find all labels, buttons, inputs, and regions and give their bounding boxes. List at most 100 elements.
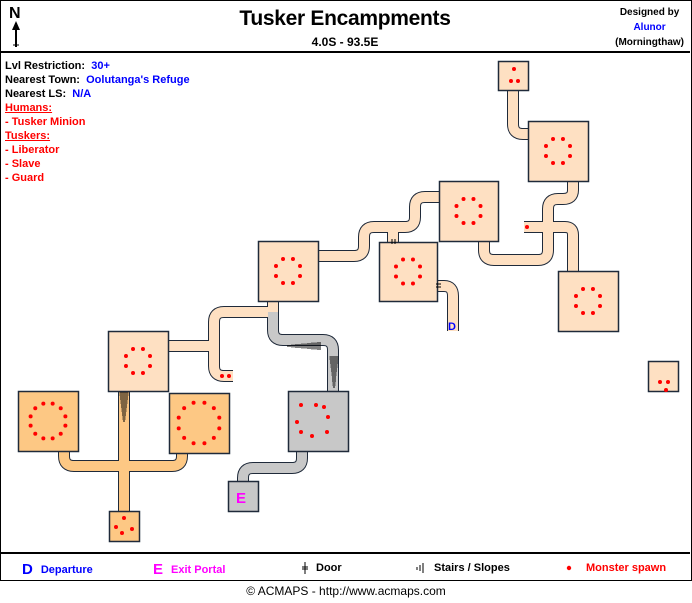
monster-spawn-icon <box>202 400 207 405</box>
monster-spawn-icon <box>120 531 124 535</box>
monster-spawn-icon <box>281 281 286 286</box>
monster-spawn-icon <box>298 264 303 269</box>
exit-icon: E <box>153 561 164 578</box>
room <box>287 390 350 453</box>
exit-portal-marker[interactable]: E <box>236 490 246 507</box>
corridor-fill <box>238 449 307 483</box>
monster-spawn-icon <box>658 380 662 384</box>
monster-item: - Tusker Minion <box>5 116 86 128</box>
town-label: Nearest Town: <box>5 74 80 86</box>
monster-spawn-icon <box>131 346 136 351</box>
monster-spawn-icon <box>114 525 118 529</box>
coordinates: 4.0S - 93.5E <box>311 35 379 49</box>
legend-door: Door <box>302 561 342 575</box>
monster-spawn-icon <box>573 294 578 299</box>
corridor-fill <box>268 312 338 393</box>
corridor <box>267 312 339 393</box>
monster-spawn-icon <box>401 257 406 262</box>
monster-spawn-icon <box>58 406 63 411</box>
room <box>557 270 620 333</box>
monster-spawn-icon <box>418 264 423 269</box>
north-label: N <box>9 5 21 22</box>
legend-label: Departure <box>40 563 93 576</box>
monster-spawn-icon <box>140 371 145 376</box>
designer-credit: Designed by Alunor (Morningthaw) <box>615 5 684 50</box>
monster-spawn-icon <box>281 256 286 261</box>
monster-spawn-icon <box>33 431 38 436</box>
monster-spawn-icon <box>217 415 222 420</box>
room <box>378 241 439 303</box>
monster-spawn-icon <box>393 264 398 269</box>
monster-spawn-icon <box>516 79 520 83</box>
designer-name: Alunor <box>633 22 666 33</box>
monster-spawn-icon <box>454 204 459 209</box>
room <box>108 510 141 543</box>
monster-spawn-icon <box>63 414 68 419</box>
monster-spawn-icon <box>123 354 128 359</box>
monster-spawn-icon <box>314 403 318 407</box>
monster-spawn-icon <box>211 406 216 411</box>
monster-spawn-icon <box>560 161 565 166</box>
monster-spawn-icon <box>50 436 55 441</box>
monster-spawn-icon <box>543 153 548 158</box>
page-title: Tusker Encampments <box>239 7 451 30</box>
dungeon-map: D E <box>17 60 680 543</box>
monster-spawn-icon <box>28 414 33 419</box>
room <box>438 180 500 243</box>
monster-spawn-icon <box>130 527 134 531</box>
monster-spawn-icon <box>290 256 295 261</box>
departure-icon: D <box>22 561 33 578</box>
corridor-fill <box>59 449 187 471</box>
monster-spawn-icon <box>227 374 231 378</box>
monster-spawn-icon <box>217 426 222 431</box>
monster-spawn-icon <box>590 311 595 316</box>
monster-spawn-icon <box>478 213 483 218</box>
legend: D Departure E Exit Portal Door Stairs / … <box>0 552 690 581</box>
monster-spawn-icon <box>140 346 145 351</box>
monster-spawn-icon <box>551 136 556 141</box>
footer-copyright: © ACMAPS - http://www.acmaps.com <box>246 584 446 598</box>
monster-spawn-icon <box>568 153 573 158</box>
departure-marker[interactable]: D <box>448 321 456 333</box>
room <box>227 480 260 513</box>
server-name: (Morningthaw) <box>615 37 684 48</box>
monster-item: - Guard <box>5 172 45 184</box>
legend-departure: D Departure <box>22 561 93 578</box>
room <box>527 120 590 183</box>
monster-spawn-icon <box>664 388 668 392</box>
monster-spawn-icon <box>273 273 278 278</box>
monster-spawn-icon <box>454 213 459 218</box>
designed-by-label: Designed by <box>619 7 680 18</box>
monster-spawn-icon <box>325 430 329 434</box>
monster-spawn-icon <box>326 415 330 419</box>
monster-spawn-icon <box>471 221 476 226</box>
corridor-fill <box>508 88 530 139</box>
ls-value: N/A <box>72 88 92 100</box>
monster-spawn-icon <box>543 144 548 149</box>
monster-spawn-icon <box>322 405 326 409</box>
monster-spawn-icon <box>509 79 513 83</box>
monster-spawn-icon <box>299 403 303 407</box>
info-panel: Lvl Restriction: 30+ Nearest Town: Oolut… <box>5 59 190 185</box>
monster-item: - Liberator <box>5 144 60 156</box>
monster-spawn-icon <box>581 286 586 291</box>
ls-label: Nearest LS: <box>5 88 67 100</box>
monster-spawn-icon <box>299 430 303 434</box>
monster-spawn-icon <box>123 363 128 368</box>
monster-spawn-icon <box>202 441 207 446</box>
group-heading-humans: Humans: <box>5 102 53 114</box>
monster-spawn-icon <box>273 264 278 269</box>
legend-label: Monster spawn <box>586 562 667 574</box>
monster-spawn-icon <box>393 274 398 279</box>
monster-spawn-icon <box>418 274 423 279</box>
legend-label: Door <box>316 562 342 574</box>
monster-spawn-icon <box>568 144 573 149</box>
monster-spawn-icon <box>58 431 63 436</box>
monster-spawn-icon <box>410 281 415 286</box>
monster-spawn-icon <box>590 286 595 291</box>
monster-spawn-icon <box>598 294 603 299</box>
monster-spawn-icon <box>28 423 33 428</box>
room <box>168 392 231 455</box>
monster-spawn-icon <box>176 426 181 431</box>
corridor-fill <box>543 179 578 227</box>
